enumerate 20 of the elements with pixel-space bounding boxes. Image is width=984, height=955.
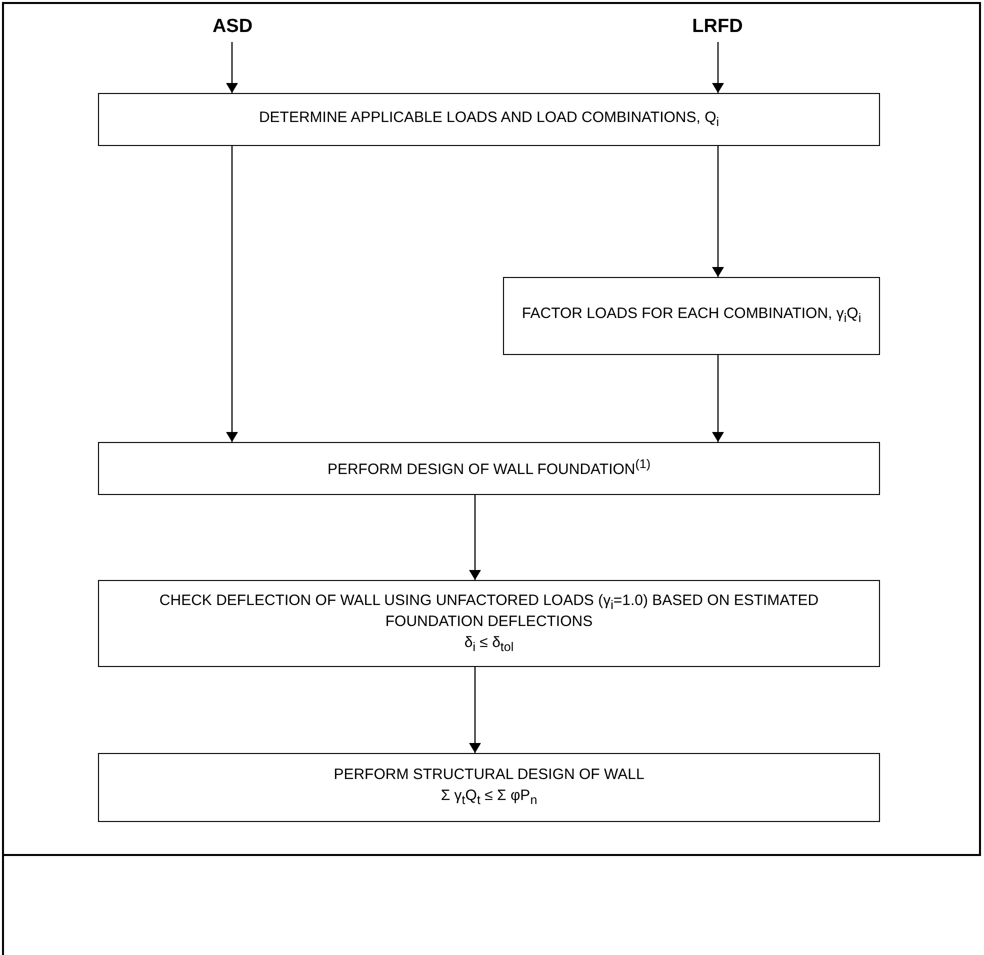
arrow — [226, 42, 238, 93]
formula: δ$_{i}$ ≤ δ$_{tol}$ — [464, 634, 514, 656]
step-text: FACTOR LOADS FOR EACH COMBINATION, γ$_{i}$Q$_{i}$ — [522, 305, 862, 327]
step-text: PERFORM DESIGN OF WALL FOUNDATION$^{(1)}$ — [327, 457, 651, 480]
method-label: LRFD — [692, 15, 743, 39]
method-label: ASD — [212, 15, 253, 39]
arrow — [469, 667, 481, 753]
arrow — [469, 495, 481, 580]
arrow — [226, 146, 238, 442]
process-box — [98, 442, 880, 495]
step-text: DETERMINE APPLICABLE LOADS AND LOAD COMBINATIONS, Q$_{i}$ — [258, 108, 720, 130]
step-text: PERFORM STRUCTURAL DESIGN OF WALL — [334, 766, 644, 786]
arrow — [712, 42, 724, 93]
process-box — [503, 277, 880, 355]
process-box — [98, 753, 880, 822]
arrow — [712, 146, 724, 277]
process-box — [98, 93, 880, 146]
arrow — [712, 355, 724, 442]
formula: Σ γ$_{t}$Q$_{t}$ ≤ Σ φP$_{n}$ — [440, 787, 538, 809]
process-box — [98, 580, 880, 667]
